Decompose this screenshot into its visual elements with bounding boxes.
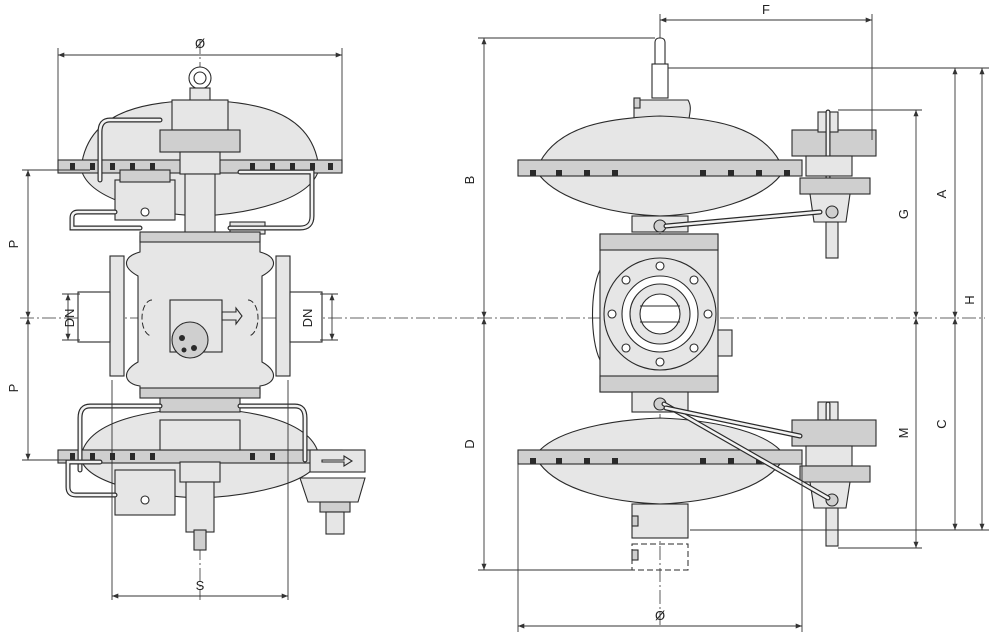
side-lower-actuator: [517, 391, 877, 571]
front-lower-actuator: [57, 397, 366, 551]
front-diameter-label: Ø: [195, 36, 205, 51]
side-valve-body: [591, 233, 733, 393]
p-upper-label: P: [6, 240, 21, 249]
dn-left-label: DN: [62, 309, 77, 328]
front-upper-actuator: [57, 66, 343, 255]
s-label: S: [196, 578, 205, 593]
side-upper-actuator: [517, 37, 877, 259]
front-valve-body: [77, 231, 323, 399]
bottom-diameter-label: Ø: [655, 608, 665, 623]
c-label: C: [934, 419, 949, 428]
side-view: [478, 14, 989, 632]
d-label: D: [462, 439, 477, 448]
a-label: A: [934, 189, 949, 198]
side-dimensions: [478, 14, 989, 632]
dn-right-label: DN: [300, 309, 315, 328]
b-label: B: [462, 176, 477, 185]
dimension-labels: Ø P P DN DN S F B D A G H C M Ø: [6, 2, 977, 623]
f-label: F: [762, 2, 770, 17]
h-label: H: [962, 295, 977, 304]
front-dimensions: [22, 48, 343, 600]
m-label: M: [896, 428, 911, 439]
g-label: G: [896, 209, 911, 219]
p-lower-label: P: [6, 384, 21, 393]
front-view: [20, 40, 480, 600]
